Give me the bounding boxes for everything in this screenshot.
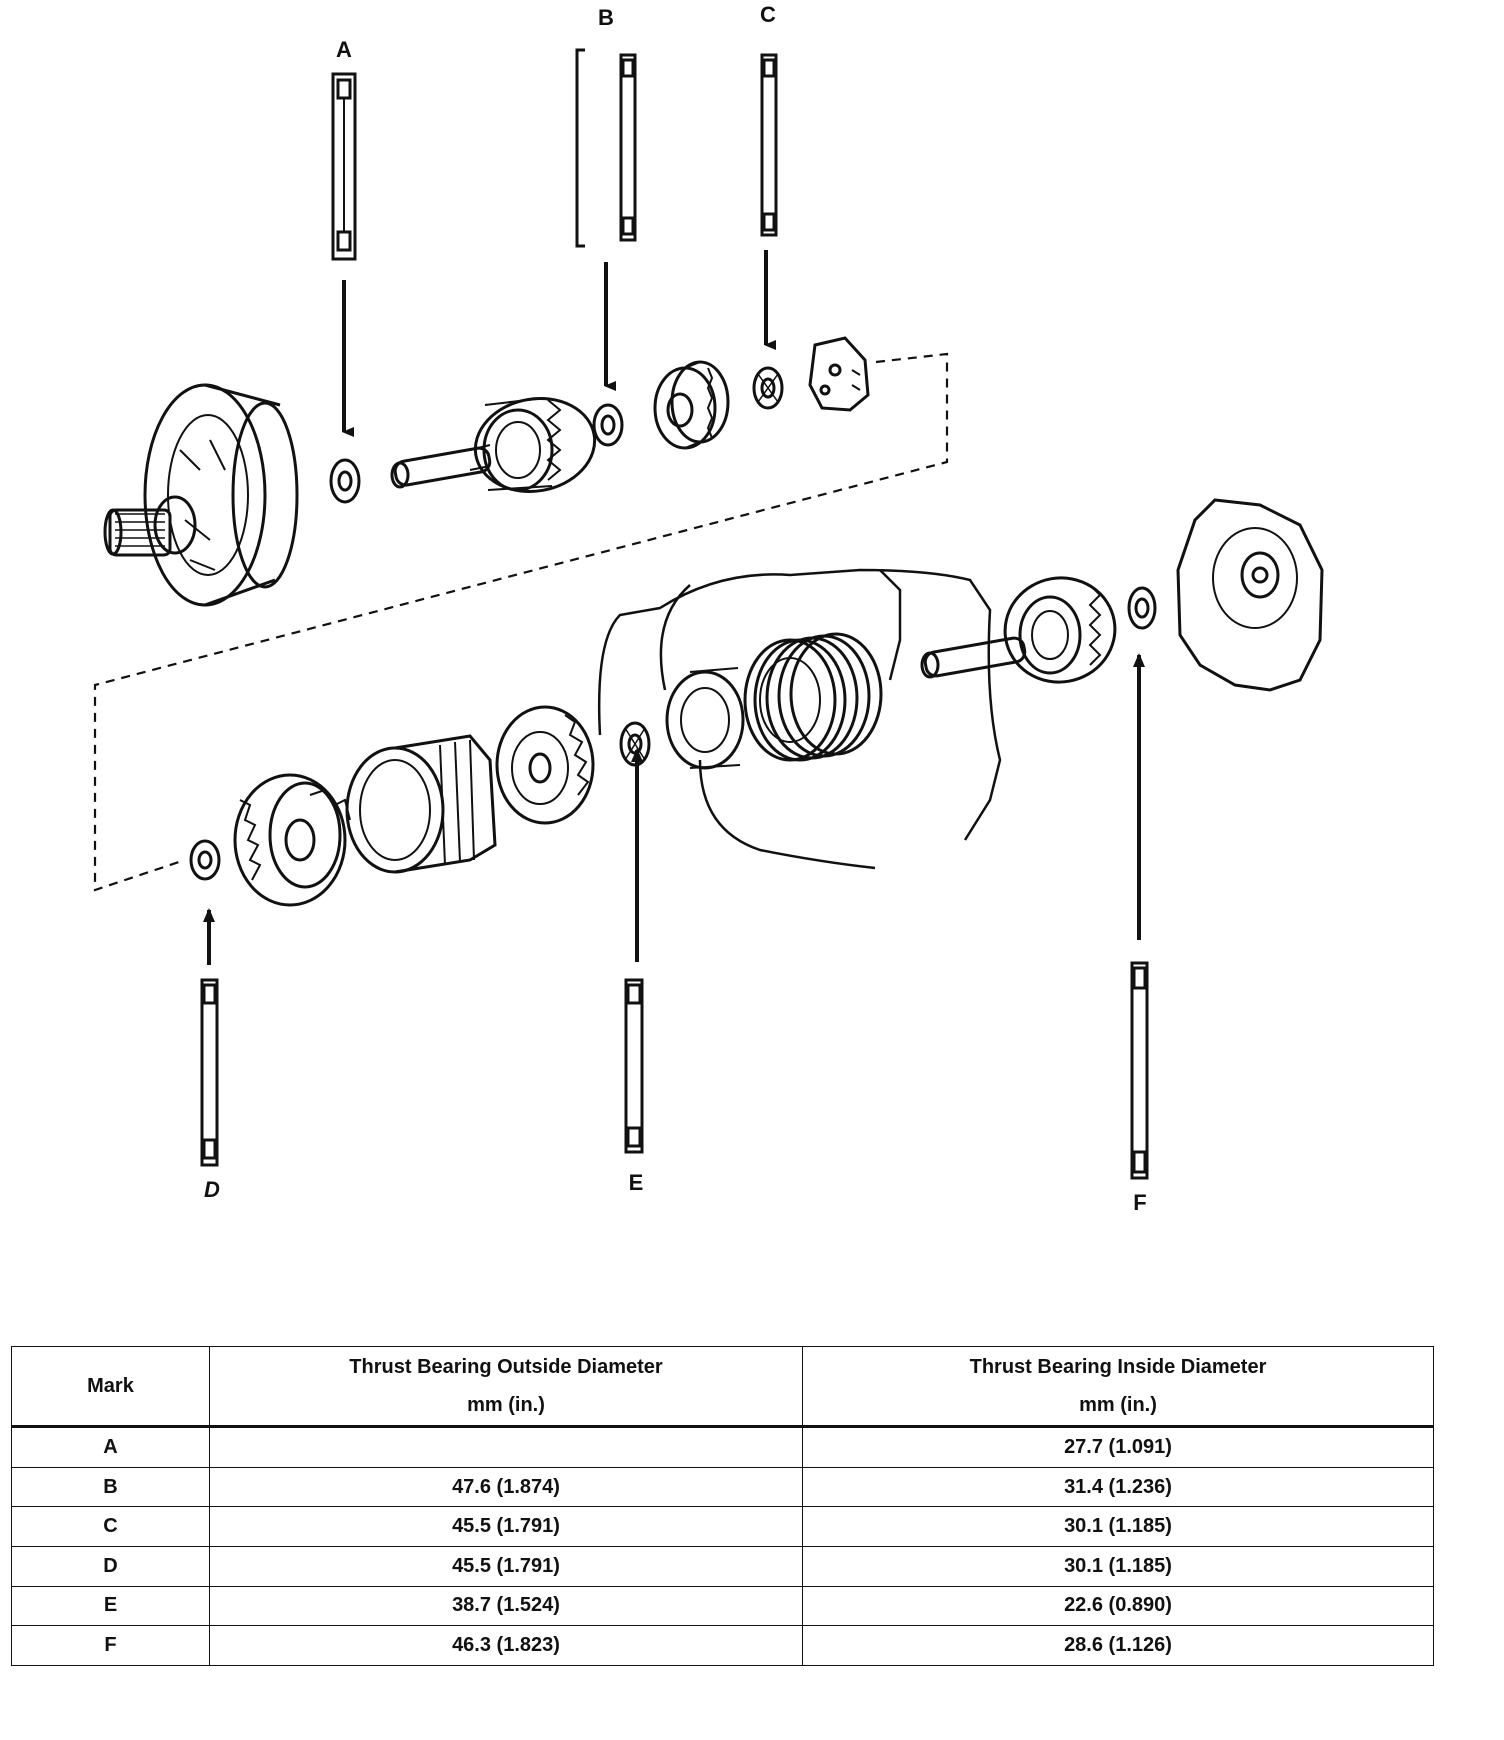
rear-extension-housing	[1176, 498, 1324, 692]
table-header-row: Mark Thrust Bearing Outside Diameter mm …	[11, 1346, 1434, 1427]
cell-mark: C	[11, 1506, 210, 1547]
header-inside-diameter: Thrust Bearing Inside Diameter mm (in.)	[802, 1346, 1434, 1427]
cell-inside: 22.6 (0.890)	[802, 1585, 1434, 1627]
table-row: B 47.6 (1.874) 31.4 (1.236)	[11, 1466, 1434, 1508]
label-a: A	[336, 37, 352, 62]
table-row: E 38.7 (1.524) 22.6 (0.890)	[11, 1585, 1434, 1627]
bearing-b-side-view	[575, 48, 637, 248]
planetary-carrier	[808, 336, 870, 412]
thrust-bearing-spec-table: Mark Thrust Bearing Outside Diameter mm …	[11, 1346, 1434, 1666]
header-mark: Mark	[11, 1346, 210, 1427]
bearing-f-washer	[1127, 586, 1157, 630]
cell-inside: 27.7 (1.091)	[802, 1426, 1434, 1468]
cell-inside: 30.1 (1.185)	[802, 1506, 1434, 1547]
output-shaft-clutch	[920, 576, 1117, 684]
header-inside-unit: mm (in.)	[1079, 1394, 1157, 1416]
label-b: B	[598, 5, 614, 30]
oil-pump-assembly	[103, 383, 299, 607]
bearing-c-roller	[752, 366, 784, 410]
input-shaft-clutch-drum	[390, 397, 597, 493]
header-outside-title: Thrust Bearing Outside Diameter	[349, 1356, 663, 1378]
low-reverse-brake-hub	[665, 667, 745, 770]
table-row: A 27.7 (1.091)	[11, 1426, 1434, 1468]
cell-outside: 38.7 (1.524)	[209, 1585, 803, 1627]
bearing-d-side-view	[200, 978, 219, 1167]
label-c: C	[760, 2, 776, 27]
clutch-plates-pack	[743, 632, 883, 762]
bearing-a-washer	[329, 458, 361, 504]
bearing-a-side-view	[331, 72, 357, 261]
table-row: C 45.5 (1.791) 30.1 (1.185)	[11, 1506, 1434, 1547]
label-d: D	[204, 1177, 220, 1202]
cell-mark: D	[11, 1545, 210, 1587]
callout-arrows	[203, 250, 1145, 965]
cell-outside: 47.6 (1.874)	[209, 1466, 803, 1508]
assembly-path-dashed-line	[93, 352, 949, 892]
rear-clutch-drum	[345, 734, 497, 874]
exploded-view-diagram: A B C D E F	[93, 2, 1324, 1215]
cell-outside: 46.3 (1.823)	[209, 1625, 803, 1666]
label-e: E	[629, 1170, 644, 1195]
cell-mark: B	[11, 1466, 210, 1508]
cell-mark: E	[11, 1585, 210, 1627]
sun-gear-planetary	[653, 360, 730, 450]
table-row: D 45.5 (1.791) 30.1 (1.185)	[11, 1545, 1434, 1587]
cell-inside: 31.4 (1.236)	[802, 1466, 1434, 1508]
bearing-d-washer	[189, 839, 221, 881]
header-outside-diameter: Thrust Bearing Outside Diameter mm (in.)	[209, 1346, 803, 1427]
cell-inside: 30.1 (1.185)	[802, 1545, 1434, 1587]
transmission-case-outline	[597, 568, 1002, 870]
bearing-f-side-view	[1130, 961, 1149, 1180]
cell-mark: F	[11, 1625, 210, 1666]
cell-inside: 28.6 (1.126)	[802, 1625, 1434, 1666]
front-planetary-gear	[495, 705, 595, 825]
bearing-b-washer	[592, 403, 624, 447]
forward-clutch-hub	[233, 773, 351, 907]
cell-outside: 45.5 (1.791)	[209, 1545, 803, 1587]
cell-outside	[209, 1426, 803, 1468]
table-row: F 46.3 (1.823) 28.6 (1.126)	[11, 1625, 1434, 1666]
header-outside-unit: mm (in.)	[467, 1394, 545, 1416]
bearing-e-roller	[619, 721, 651, 767]
cell-mark: A	[11, 1426, 210, 1468]
label-f: F	[1133, 1190, 1146, 1215]
bearing-e-side-view	[624, 978, 644, 1154]
cell-outside: 45.5 (1.791)	[209, 1506, 803, 1547]
bearing-c-side-view	[760, 53, 778, 237]
header-inside-title: Thrust Bearing Inside Diameter	[969, 1356, 1267, 1378]
